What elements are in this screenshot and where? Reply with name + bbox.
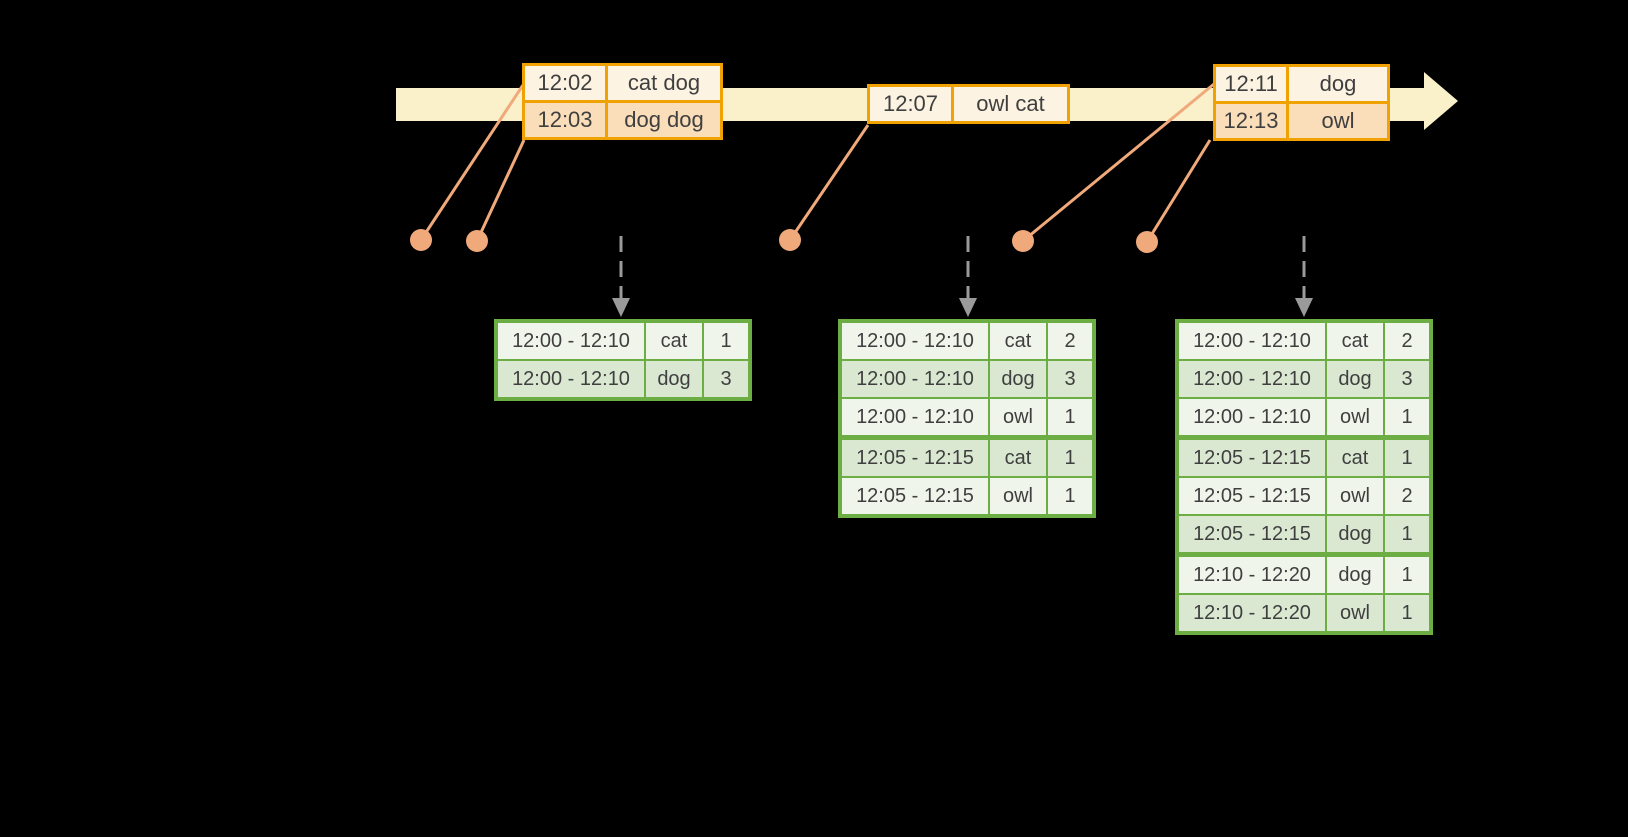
window-cell: 12:00 - 12:10 bbox=[1179, 361, 1325, 397]
connector-line bbox=[419, 84, 525, 241]
word-cell: owl bbox=[1327, 478, 1383, 514]
event-words-cell: owl bbox=[1289, 104, 1387, 138]
window-cell: 12:00 - 12:10 bbox=[842, 399, 988, 435]
event-words-cell: dog bbox=[1289, 67, 1387, 101]
word-cell: owl bbox=[990, 478, 1046, 514]
word-cell: dog bbox=[1327, 557, 1383, 593]
window-cell: 12:00 - 12:10 bbox=[498, 361, 644, 397]
word-cell: dog bbox=[1327, 361, 1383, 397]
event-table-1202: 12:02 cat dog 12:03 dog dog bbox=[522, 63, 723, 140]
count-cell: 3 bbox=[1385, 361, 1429, 397]
result-row: 12:00 - 12:10 owl 1 bbox=[1179, 399, 1429, 435]
count-cell: 1 bbox=[1048, 440, 1092, 476]
result-row: 12:00 - 12:10 cat 1 bbox=[498, 323, 748, 359]
event-dot bbox=[410, 229, 432, 251]
word-cell: cat bbox=[990, 440, 1046, 476]
count-cell: 1 bbox=[1385, 399, 1429, 435]
event-dot bbox=[1012, 230, 1034, 252]
word-cell: owl bbox=[1327, 399, 1383, 435]
window-cell: 12:05 - 12:15 bbox=[1179, 516, 1325, 552]
event-dot bbox=[779, 229, 801, 251]
result-row: 12:00 - 12:10 dog 3 bbox=[842, 361, 1092, 397]
event-table-1211: 12:11 dog 12:13 owl bbox=[1213, 64, 1390, 141]
event-row: 12:03 dog dog bbox=[525, 103, 720, 137]
result-row: 12:00 - 12:10 cat 2 bbox=[842, 323, 1092, 359]
window-cell: 12:10 - 12:20 bbox=[1179, 595, 1325, 631]
result-row: 12:00 - 12:10 owl 1 bbox=[842, 399, 1092, 435]
word-cell: cat bbox=[1327, 440, 1383, 476]
window-cell: 12:05 - 12:15 bbox=[1179, 478, 1325, 514]
count-cell: 1 bbox=[1385, 595, 1429, 631]
result-row: 12:00 - 12:10 dog 3 bbox=[1179, 361, 1429, 397]
window-cell: 12:05 - 12:15 bbox=[842, 478, 988, 514]
event-row: 12:11 dog bbox=[1216, 67, 1387, 101]
result-row: 12:05 - 12:15 cat 1 bbox=[842, 440, 1092, 476]
result-row: 12:10 - 12:20 dog 1 bbox=[1179, 557, 1429, 593]
count-cell: 1 bbox=[1048, 399, 1092, 435]
count-cell: 1 bbox=[1385, 516, 1429, 552]
word-cell: dog bbox=[1327, 516, 1383, 552]
window-cell: 12:00 - 12:10 bbox=[1179, 323, 1325, 359]
window-cell: 12:00 - 12:10 bbox=[1179, 399, 1325, 435]
connector-line bbox=[1022, 82, 1215, 243]
result-row: 12:05 - 12:15 dog 1 bbox=[1179, 516, 1429, 552]
result-row: 12:00 - 12:10 dog 3 bbox=[498, 361, 748, 397]
event-dot bbox=[466, 230, 488, 252]
event-table-1207: 12:07 owl cat bbox=[867, 84, 1070, 124]
timeline-arrowhead-icon bbox=[1424, 72, 1458, 130]
result-row: 12:00 - 12:10 cat 2 bbox=[1179, 323, 1429, 359]
connector-line bbox=[1145, 139, 1212, 243]
event-row: 12:07 owl cat bbox=[870, 87, 1067, 121]
result-row: 12:10 - 12:20 owl 1 bbox=[1179, 595, 1429, 631]
count-cell: 3 bbox=[704, 361, 748, 397]
count-cell: 2 bbox=[1048, 323, 1092, 359]
connector-line bbox=[475, 139, 526, 242]
count-cell: 2 bbox=[1385, 478, 1429, 514]
window-cell: 12:00 - 12:10 bbox=[498, 323, 644, 359]
trigger-arrowhead-icon bbox=[959, 298, 977, 317]
window-cell: 12:05 - 12:15 bbox=[1179, 440, 1325, 476]
result-table-2: 12:00 - 12:10 cat 2 12:00 - 12:10 dog 3 … bbox=[838, 319, 1096, 518]
event-words-cell: cat dog bbox=[608, 66, 720, 100]
event-time-cell: 12:07 bbox=[870, 87, 951, 121]
result-row: 12:05 - 12:15 owl 1 bbox=[842, 478, 1092, 514]
result-table-3: 12:00 - 12:10 cat 2 12:00 - 12:10 dog 3 … bbox=[1175, 319, 1433, 635]
event-words-cell: owl cat bbox=[954, 87, 1067, 121]
window-cell: 12:00 - 12:10 bbox=[842, 361, 988, 397]
event-time-cell: 12:02 bbox=[525, 66, 605, 100]
event-dot bbox=[1136, 231, 1158, 253]
event-row: 12:13 owl bbox=[1216, 104, 1387, 138]
count-cell: 1 bbox=[1048, 478, 1092, 514]
count-cell: 1 bbox=[704, 323, 748, 359]
result-row: 12:05 - 12:15 owl 2 bbox=[1179, 478, 1429, 514]
event-row: 12:02 cat dog bbox=[525, 66, 720, 100]
event-time-cell: 12:03 bbox=[525, 103, 605, 137]
word-cell: dog bbox=[990, 361, 1046, 397]
count-cell: 1 bbox=[1385, 440, 1429, 476]
connector-line bbox=[788, 124, 870, 241]
window-cell: 12:10 - 12:20 bbox=[1179, 557, 1325, 593]
trigger-arrowhead-icon bbox=[612, 298, 630, 317]
window-cell: 12:05 - 12:15 bbox=[842, 440, 988, 476]
event-time-cell: 12:13 bbox=[1216, 104, 1286, 138]
word-cell: owl bbox=[1327, 595, 1383, 631]
word-cell: owl bbox=[990, 399, 1046, 435]
word-cell: dog bbox=[646, 361, 702, 397]
word-cell: cat bbox=[990, 323, 1046, 359]
trigger-arrowhead-icon bbox=[1295, 298, 1313, 317]
window-cell: 12:00 - 12:10 bbox=[842, 323, 988, 359]
word-cell: cat bbox=[646, 323, 702, 359]
count-cell: 2 bbox=[1385, 323, 1429, 359]
word-cell: cat bbox=[1327, 323, 1383, 359]
event-words-cell: dog dog bbox=[608, 103, 720, 137]
count-cell: 1 bbox=[1385, 557, 1429, 593]
result-table-1: 12:00 - 12:10 cat 1 12:00 - 12:10 dog 3 bbox=[494, 319, 752, 401]
count-cell: 3 bbox=[1048, 361, 1092, 397]
result-row: 12:05 - 12:15 cat 1 bbox=[1179, 440, 1429, 476]
event-time-cell: 12:11 bbox=[1216, 67, 1286, 101]
